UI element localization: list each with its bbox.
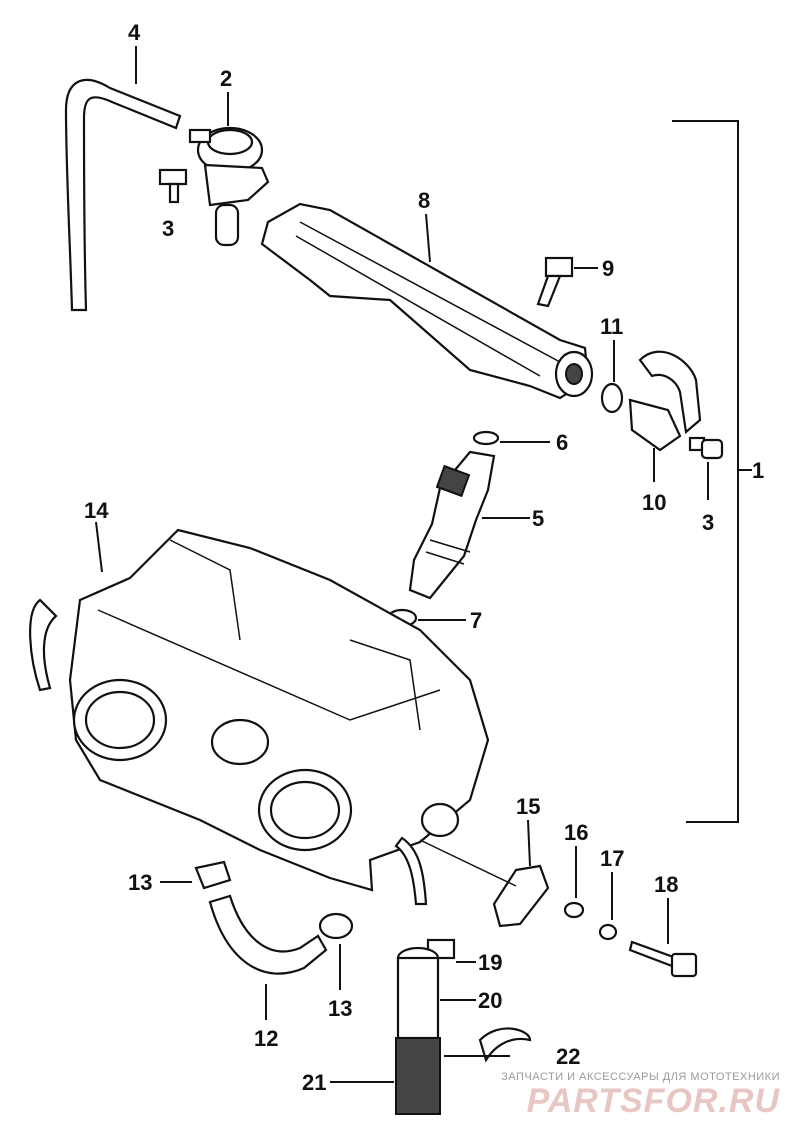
label-21: 21	[302, 1070, 326, 1095]
throttle-body-14	[29, 521, 490, 892]
fuel-rail-8	[260, 202, 594, 400]
label-9: 9	[602, 256, 614, 281]
label-5: 5	[532, 506, 544, 531]
label-22: 22	[556, 1044, 580, 1069]
label-10: 10	[642, 490, 666, 515]
label-18: 18	[654, 872, 678, 897]
vacuum-hose-4	[64, 46, 182, 312]
bracket-15	[419, 819, 550, 928]
label-20: 20	[478, 988, 502, 1013]
label-19: 19	[478, 950, 502, 975]
label-11: 11	[600, 314, 623, 339]
label-13-lower: 13	[328, 996, 352, 1021]
watermark-logo: PARTSFOR.RU	[526, 1082, 780, 1120]
label-13-upper: 13	[128, 870, 152, 895]
washer-16	[563, 846, 585, 919]
bolt-9	[536, 256, 598, 308]
bolt-3-left	[158, 168, 188, 204]
hose-12	[208, 894, 328, 1020]
label-1: 1	[752, 458, 764, 483]
label-4: 4	[128, 20, 141, 45]
hose-20	[396, 946, 476, 1040]
label-17: 17	[600, 846, 624, 871]
group-bracket	[672, 120, 752, 823]
label-3-right: 3	[702, 510, 714, 535]
watermark: ЗАПЧАСТИ И АКСЕССУАРЫ ДЛЯ МОТОТЕХНИКИ PA…	[501, 1071, 780, 1119]
label-14: 14	[84, 498, 109, 523]
pipe-19	[394, 836, 476, 963]
seal-ring-6	[472, 430, 550, 446]
bolt-3-right	[688, 436, 724, 500]
label-6: 6	[556, 430, 568, 455]
spring-washer-17	[598, 872, 618, 941]
label-3-left: 3	[162, 216, 174, 241]
label-16: 16	[564, 820, 588, 845]
hose-21	[330, 1037, 441, 1115]
label-8: 8	[418, 188, 430, 213]
pressure-regulator-2	[188, 92, 270, 247]
fuel-inlet-joint-10	[628, 350, 702, 482]
o-ring-11	[600, 340, 624, 414]
label-7: 7	[470, 608, 482, 633]
clamp-13-lower	[318, 912, 354, 990]
label-2: 2	[220, 66, 232, 91]
clamp-13-upper	[160, 860, 232, 890]
clip-22	[444, 1027, 532, 1063]
watermark-subtitle: ЗАПЧАСТИ И АКСЕССУАРЫ ДЛЯ МОТОТЕХНИКИ	[501, 1071, 780, 1083]
label-12: 12	[254, 1026, 278, 1051]
label-15: 15	[516, 794, 540, 819]
injector-5	[408, 450, 530, 600]
bolt-18	[628, 898, 698, 978]
